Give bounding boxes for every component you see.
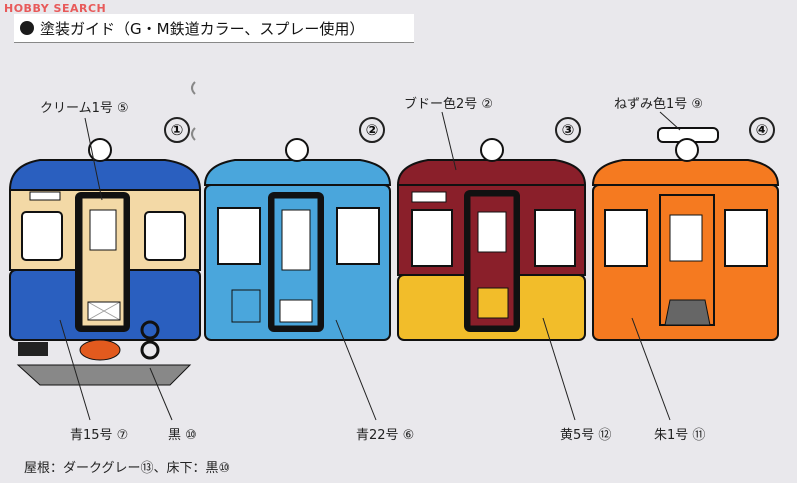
car-number-4: ④ xyxy=(749,117,775,143)
page-title: 塗装ガイド（G・M鉄道カラー、スプレー使用） xyxy=(40,20,365,38)
bullet-icon xyxy=(20,21,34,35)
label-grape: ブドー色2号 ② xyxy=(404,97,494,112)
label-blue22: 青22号 ⑥ xyxy=(356,428,415,443)
title-box: 塗装ガイド（G・M鉄道カラー、スプレー使用） xyxy=(14,14,414,43)
car-3 xyxy=(396,138,587,341)
car-number-2: ② xyxy=(359,117,385,143)
car-4 xyxy=(591,127,780,341)
car-1 xyxy=(8,138,202,386)
label-vermilion: 朱1号 ⑪ xyxy=(654,428,706,443)
label-gray: ねずみ色1号 ⑨ xyxy=(614,97,704,112)
label-yellow5: 黄5号 ⑫ xyxy=(560,428,612,443)
label-blue15: 青15号 ⑦ xyxy=(70,428,129,443)
footer-note: 屋根：ダークグレー⑬、床下：黒⑩ xyxy=(24,461,231,476)
watermark: HOBBY SEARCH xyxy=(4,2,107,15)
label-cream: クリーム1号 ⑤ xyxy=(40,101,129,116)
label-black: 黒 ⑩ xyxy=(168,428,197,443)
car-number-1: ① xyxy=(164,117,190,143)
car-2 xyxy=(203,138,392,341)
car-number-3: ③ xyxy=(555,117,581,143)
